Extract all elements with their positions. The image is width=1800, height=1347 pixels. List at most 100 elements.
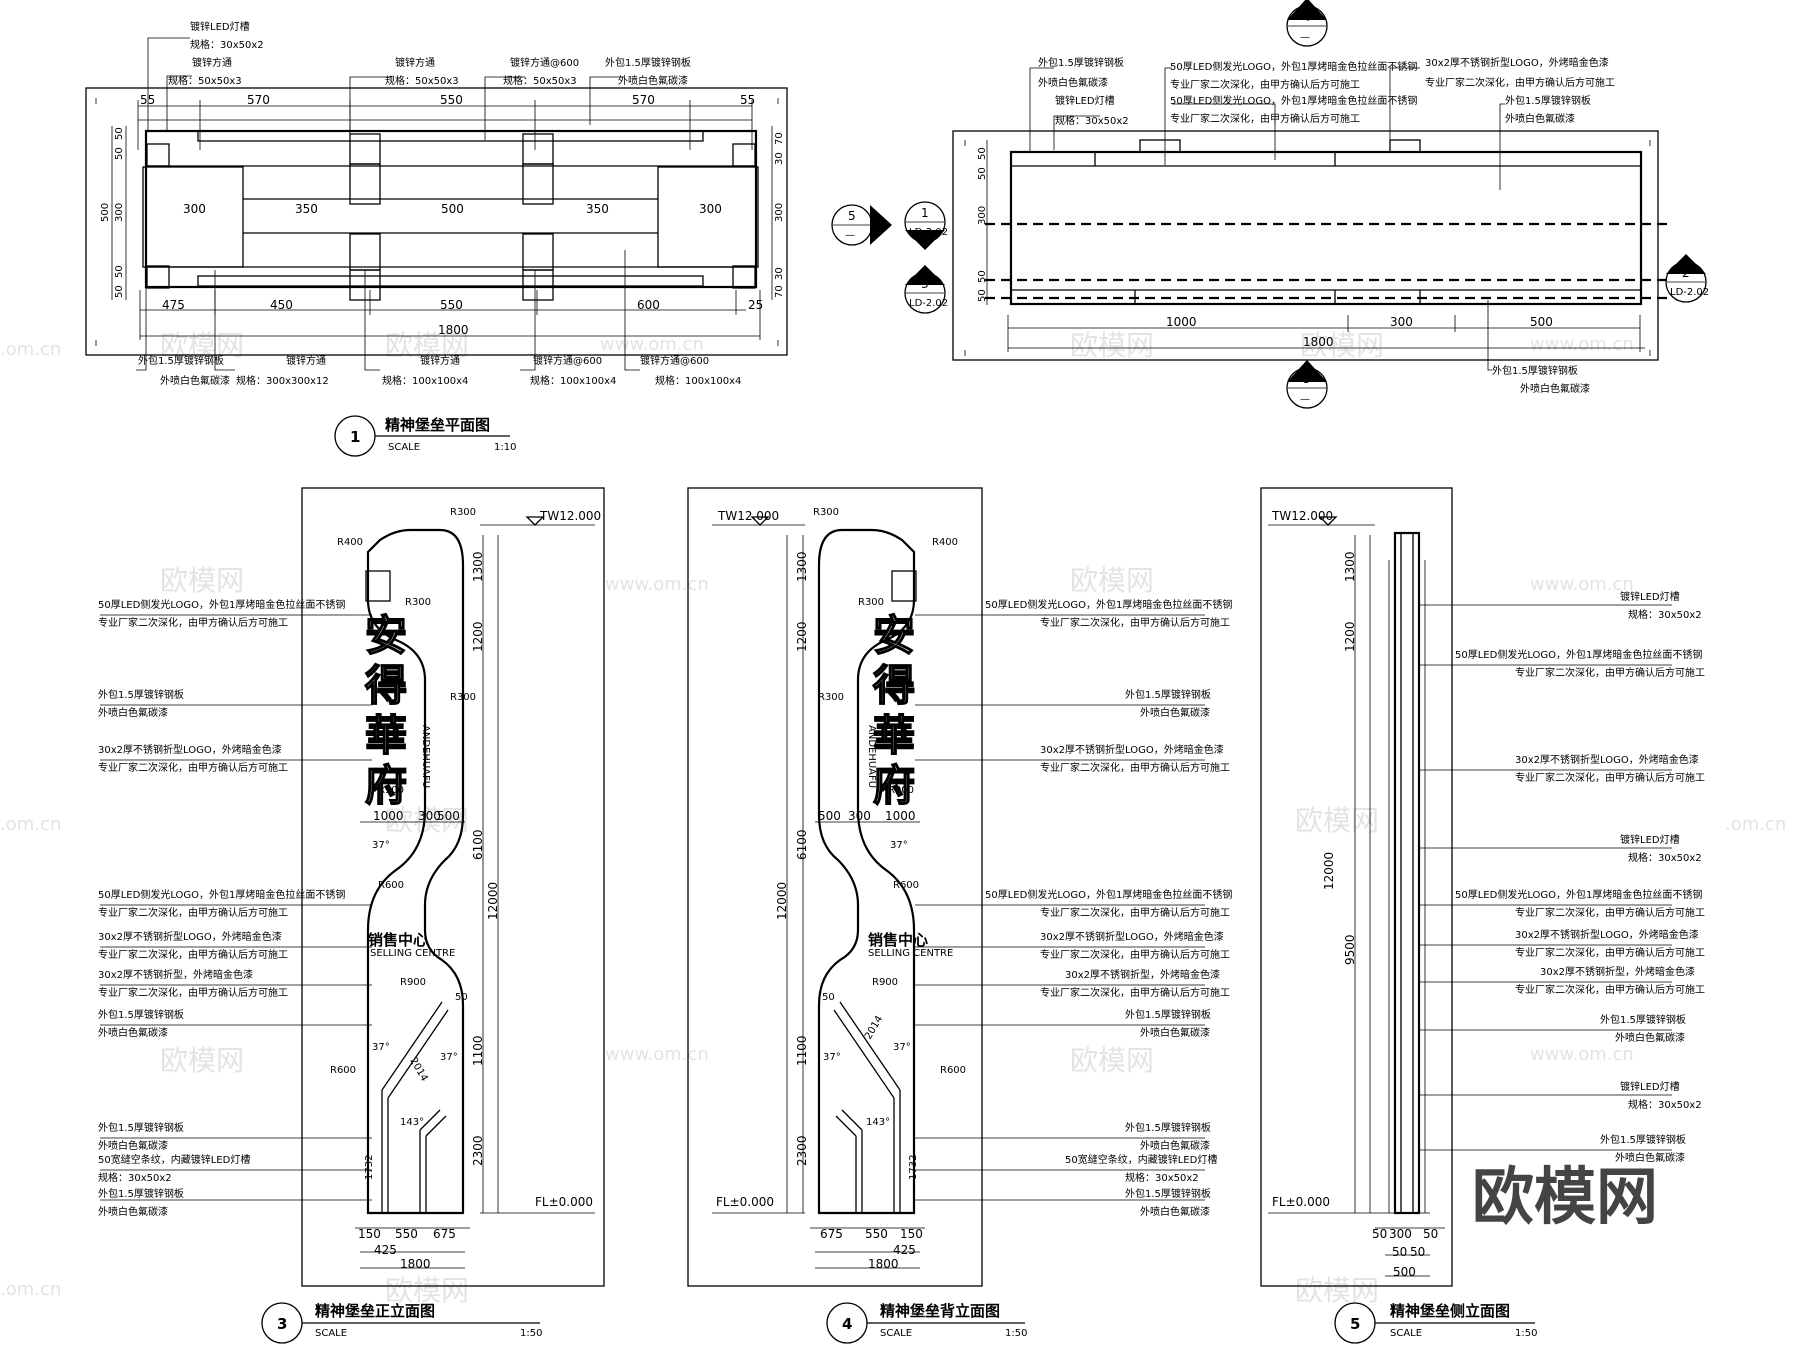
- note-text: 外包1.5厚镀锌钢板: [1125, 1187, 1211, 1200]
- note-text: 专业厂家二次深化，由甲方确认后方可施工: [1515, 906, 1705, 919]
- pinyin-text: ANDEHUAFU: [866, 725, 877, 788]
- marker-number: 3: [921, 277, 929, 291]
- section-marker: 2 LD-2.02: [1665, 254, 1709, 303]
- marker-sheet: —: [845, 230, 855, 241]
- radius-label: R900: [872, 977, 898, 988]
- dim-text: 50: [822, 992, 835, 1003]
- dim-text: 350: [586, 202, 609, 216]
- dim-text: 1300: [1343, 551, 1357, 582]
- dim-total-height: 12000: [1322, 852, 1336, 890]
- dim-text: 30: [774, 152, 785, 165]
- sales-center-text: 销售中心: [368, 931, 428, 949]
- tower-outline: [366, 528, 465, 1215]
- note-text: 镀锌LED灯槽: [1620, 1080, 1680, 1093]
- radius-label: R300: [450, 692, 476, 703]
- note-text: 外喷白色氟碳漆: [1615, 1031, 1685, 1044]
- note-text: 镀锌方通@600: [640, 354, 709, 367]
- tower-outline: [817, 528, 916, 1215]
- note-text: 规格：30x50x2: [1628, 608, 1702, 621]
- dim-text: 300: [977, 206, 988, 225]
- note-text: 外喷白色氟碳漆: [160, 374, 230, 387]
- radius-label: R900: [888, 785, 914, 796]
- scale-label: SCALE: [388, 442, 420, 453]
- note-text: 规格：300x300x12: [236, 374, 329, 387]
- watermark-text: 欧模网: [160, 564, 244, 597]
- note-text: 外喷白色氟碳漆: [1520, 382, 1590, 395]
- radius-label: R600: [378, 880, 404, 891]
- watermark-url: www.om.cn: [1530, 1044, 1634, 1065]
- note-text: 50厚LED侧发光LOGO，外包1厚烤暗金色拉丝面不锈钢: [1170, 94, 1417, 107]
- scale-value: 1:10: [494, 442, 516, 453]
- marker-sheet: —: [1300, 394, 1310, 405]
- radius-label: R600: [330, 1065, 356, 1076]
- dim-text: 425: [893, 1243, 916, 1257]
- emblem: [365, 570, 391, 602]
- note-text: 外包1.5厚镀锌钢板: [98, 1121, 184, 1134]
- name-char: 安: [873, 611, 915, 660]
- diag-dim: 2014: [863, 1014, 885, 1042]
- scale-value: 1:50: [1005, 1328, 1027, 1339]
- dim-text: 50: [1392, 1245, 1407, 1259]
- radius-label: R400: [337, 537, 363, 548]
- watermark-text: 欧模网: [1070, 564, 1154, 597]
- watermark-text: 欧模网: [160, 329, 244, 362]
- level-floor: FL±0.000: [535, 1195, 593, 1209]
- marker-number: 5: [848, 209, 856, 223]
- dim-text: 50: [977, 270, 988, 283]
- watermark-text: 欧模网: [160, 1044, 244, 1077]
- level-top: TW12.000: [1271, 509, 1333, 523]
- note-text: 30x2厚不锈钢折型，外烤暗金色漆: [1540, 965, 1695, 978]
- note-text: 50厚LED侧发光LOGO，外包1厚烤暗金色拉丝面不锈钢: [985, 598, 1232, 611]
- watermark-text: 欧模网: [1300, 329, 1384, 362]
- dim-text: 550: [440, 93, 463, 107]
- note-text: 镀锌LED灯槽: [1055, 94, 1115, 107]
- section-marker: 1 LD-2.02: [904, 201, 948, 250]
- note-text: 外包1.5厚镀锌钢板: [1038, 56, 1124, 69]
- watermark-text: 欧模网: [385, 1274, 469, 1307]
- dim-text: 25: [748, 298, 763, 312]
- dim-text: 550: [440, 298, 463, 312]
- watermark-url: .om.cn: [1725, 814, 1786, 835]
- dim-text: 300: [183, 202, 206, 216]
- level-top: TW12.000: [717, 509, 779, 523]
- note-text: 外喷白色氟碳漆: [1615, 1151, 1685, 1164]
- dim-text: 6100: [471, 829, 485, 860]
- level-top: TW12.000: [539, 509, 601, 523]
- angle-label: 37°: [440, 1052, 458, 1063]
- dim-text: 300: [699, 202, 722, 216]
- dim-text: 70: [774, 285, 785, 298]
- back-elevation: TW12.000 FL±0.000 1300 1200 6100 1100 23…: [687, 487, 1232, 1344]
- dim-text: 30: [774, 267, 785, 280]
- note-text: 外包1.5厚镀锌钢板: [98, 1187, 184, 1200]
- radius-label: R900: [400, 977, 426, 988]
- dim-text: 1000: [1166, 315, 1197, 329]
- watermark-text: 欧模网: [385, 329, 469, 362]
- plan-hatch: [95, 98, 1651, 356]
- note-text: 外喷白色氟碳漆: [1140, 1205, 1210, 1218]
- dim-total-height: 12000: [775, 882, 789, 920]
- dim-text: 550: [395, 1227, 418, 1241]
- dim-text: 9500: [1343, 934, 1357, 965]
- note-text: 外喷白色氟碳漆: [1505, 112, 1575, 125]
- dim-text: 1200: [471, 621, 485, 652]
- note-text: 50宽缝空条纹，内藏镀锌LED灯槽: [1065, 1153, 1217, 1166]
- note-text: 外喷白色氟碳漆: [98, 1026, 168, 1039]
- angle-label: 37°: [893, 1042, 911, 1053]
- note-text: 30x2厚不锈钢折型，外烤暗金色漆: [98, 968, 253, 981]
- dim-text: 675: [820, 1227, 843, 1241]
- dim-text: 50: [114, 265, 125, 278]
- note-text: 规格：50x50x3: [168, 74, 242, 87]
- note-text: 30x2厚不锈钢折型LOGO，外烤暗金色漆: [1515, 928, 1699, 941]
- watermark-text: 欧模网: [1070, 1044, 1154, 1077]
- note-text: 50宽缝空条纹，内藏镀锌LED灯槽: [98, 1153, 250, 1166]
- note-text: 专业厂家二次深化，由甲方确认后方可施工: [1170, 78, 1360, 91]
- dim-text: 300: [848, 809, 871, 823]
- radius-label: R300: [818, 692, 844, 703]
- dim-text: 55: [740, 93, 755, 107]
- note-text: 镀锌LED灯槽: [1620, 590, 1680, 603]
- dim-text: 425: [374, 1243, 397, 1257]
- dim-text: 300: [114, 203, 125, 222]
- watermark-url: www.om.cn: [1530, 334, 1634, 355]
- radius-label: R300: [813, 507, 839, 518]
